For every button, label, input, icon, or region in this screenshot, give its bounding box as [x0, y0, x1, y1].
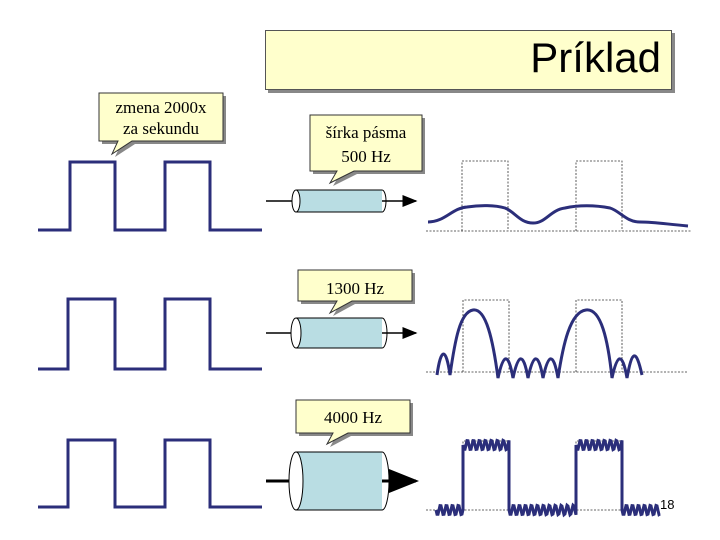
callout-rate-line1: zmena 2000x: [115, 98, 207, 117]
output-wave-3: [426, 438, 661, 518]
page-number: 18: [660, 497, 675, 512]
callout-4000-label: 4000 Hz: [324, 408, 383, 427]
callout-bandwidth-4000: 4000 Hz: [295, 399, 413, 447]
callout-bandwidth-line1: šírka pásma: [326, 123, 407, 142]
callout-rate-line2: za sekundu: [123, 119, 200, 138]
callout-1300-label: 1300 Hz: [326, 279, 385, 298]
channel-1: [266, 189, 418, 213]
callout-bandwidth-line2: 500 Hz: [341, 147, 391, 166]
callout-bandwidth-1300: 1300 Hz: [297, 269, 415, 316]
input-square-wave-1: [38, 160, 262, 232]
callout-bandwidth-500: šírka pásma 500 Hz: [309, 114, 425, 186]
output-wave-2: [426, 299, 687, 379]
channel-3: [266, 451, 419, 511]
slide-title: Príklad: [530, 34, 661, 81]
input-square-wave-3: [38, 438, 262, 509]
title-box: Príklad: [265, 30, 672, 90]
input-square-wave-2: [38, 297, 262, 371]
callout-rate: zmena 2000x za sekundu: [98, 92, 226, 157]
channel-2: [266, 317, 418, 349]
output-wave-1: [426, 160, 691, 232]
